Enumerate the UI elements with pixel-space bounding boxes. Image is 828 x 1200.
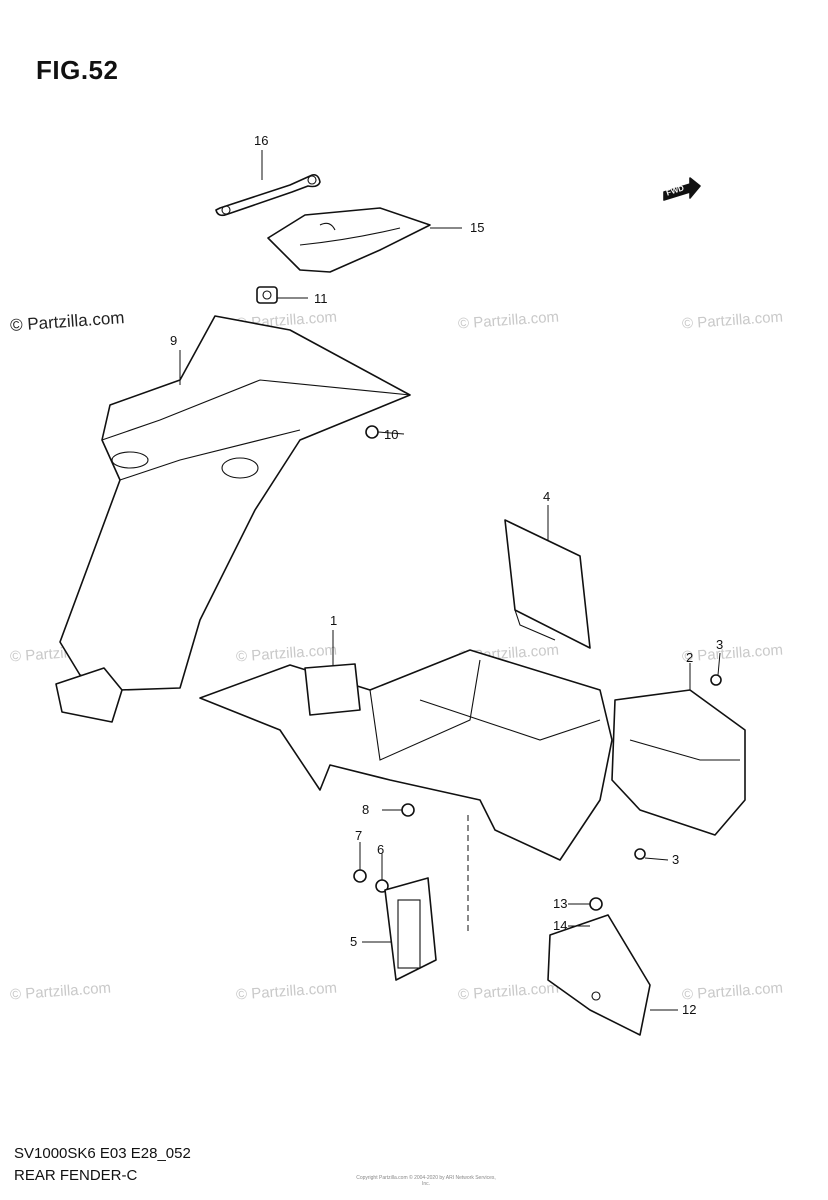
callout-2[interactable]: 2 [686,650,694,665]
callout-4[interactable]: 4 [543,489,551,504]
part-16-wrench[interactable] [215,174,321,217]
callout-1[interactable]: 1 [330,613,338,628]
callout-15[interactable]: 15 [470,220,485,235]
part-7-bolt[interactable] [353,869,367,883]
part-5-bracket[interactable] [384,877,437,981]
part-3-screw[interactable] [634,674,722,860]
diagram-name: REAR FENDER-C [14,1167,138,1184]
callout-3-bottom[interactable]: 3 [672,852,680,867]
part-11-clip[interactable] [256,286,278,304]
diagram-code: SV1000SK6 E03 E28_052 [14,1145,191,1162]
callout-14[interactable]: 14 [553,918,568,933]
callout-13[interactable]: 13 [553,896,568,911]
copyright-note: Copyright Partzilla.com © 2004-2020 by A… [356,1175,496,1187]
callout-8[interactable]: 8 [362,802,370,817]
part-15-tool-bag[interactable] [267,207,431,273]
callout-16[interactable]: 16 [254,133,269,148]
fwd-arrow-icon [663,177,701,201]
part-1-tray[interactable] [199,649,613,861]
callout-5[interactable]: 5 [350,934,358,949]
part-13-bolt[interactable] [589,897,603,911]
part-9-rear-fender[interactable] [55,315,411,723]
figure-title: FIG.52 [36,55,119,85]
part-8-bolt[interactable] [401,803,415,817]
callout-12[interactable]: 12 [682,1002,697,1017]
part-10-bolt[interactable] [365,425,379,439]
part-4-plate[interactable] [504,519,591,649]
part-2-bracket[interactable] [611,689,746,836]
callout-3-top[interactable]: 3 [716,637,724,652]
part-12-mudflap[interactable] [547,914,651,1036]
callout-6[interactable]: 6 [377,842,385,857]
callout-7[interactable]: 7 [355,828,363,843]
callout-10[interactable]: 10 [384,427,399,442]
callout-11[interactable]: 11 [314,291,328,306]
callout-9[interactable]: 9 [170,333,178,348]
